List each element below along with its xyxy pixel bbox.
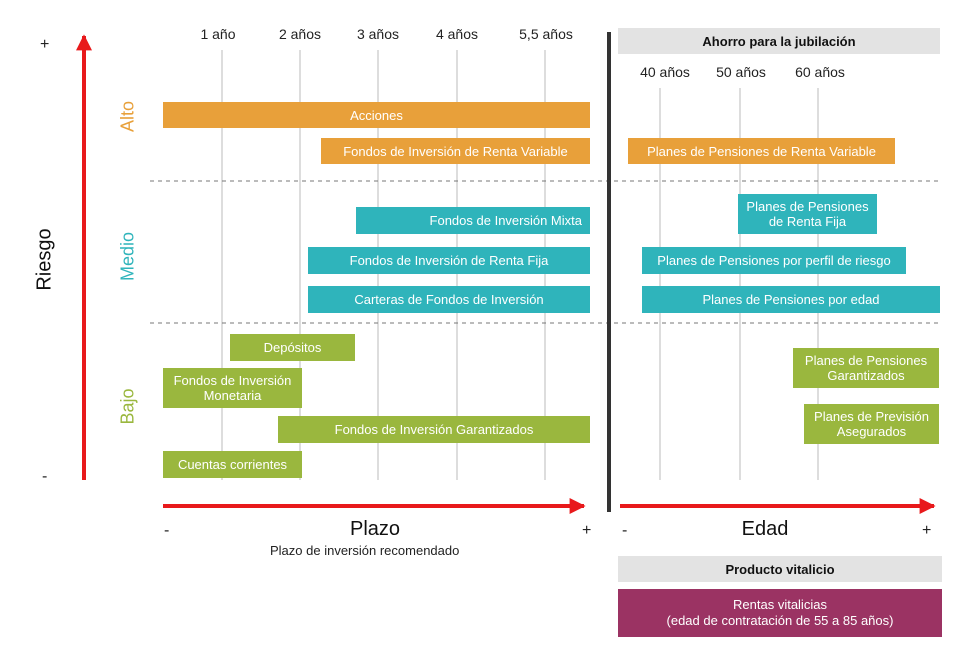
- risk-dividers: [150, 180, 940, 324]
- edad-minus: -: [622, 522, 628, 539]
- vitalicio-header: Producto vitalicio: [618, 556, 942, 582]
- bar-pp-perfil-riesgo: Planes de Pensiones por perfil de riesgo: [642, 247, 906, 274]
- bar-carteras-fi: Carteras de Fondos de Inversión: [308, 286, 590, 313]
- bar-pp-garantizados: Planes de Pensiones Garantizados: [793, 348, 939, 388]
- bar-pp-perfil-riesgo-label: Planes de Pensiones por perfil de riesgo: [657, 253, 891, 268]
- level-alto: Alto: [117, 100, 138, 133]
- bar-pp-renta-fija-label: Planes de Pensiones de Renta Fija: [746, 199, 869, 229]
- bar-ppa-label: Planes de Previsión Asegurados: [814, 409, 929, 439]
- plazo-tick-4: 4 años: [435, 26, 479, 42]
- bar-pp-garantizados-label: Planes de Pensiones Garantizados: [804, 353, 928, 383]
- plazo-tick-3: 3 años: [356, 26, 400, 42]
- plazo-minus: -: [164, 522, 170, 539]
- plazo-subtitle: Plazo de inversión recomendado: [270, 543, 460, 558]
- rentas-vitalicias-label: Rentas vitalicias (edad de contratación …: [666, 597, 894, 628]
- bar-fi-garantizados-label: Fondos de Inversión Garantizados: [334, 422, 534, 437]
- riesgo-title: Riesgo: [33, 228, 56, 291]
- bar-fi-mixta-label: Fondos de Inversión Mixta: [429, 213, 582, 228]
- riesgo-minus: -: [42, 468, 48, 485]
- level-bajo: Bajo: [117, 388, 138, 425]
- edad-tick-50: 50 años: [716, 64, 766, 80]
- bar-pp-renta-variable: Planes de Pensiones de Renta Variable: [628, 138, 895, 164]
- bar-pp-edad: Planes de Pensiones por edad: [642, 286, 940, 313]
- bar-acciones: Acciones: [163, 102, 590, 128]
- plazo-tick-1: 1 año: [200, 26, 236, 42]
- bar-fi-monetaria-label: Fondos de Inversión Monetaria: [173, 373, 292, 403]
- plazo-tick-5: 5,5 años: [519, 26, 573, 42]
- bar-pp-renta-variable-label: Planes de Pensiones de Renta Variable: [647, 143, 876, 159]
- bar-pp-edad-label: Planes de Pensiones por edad: [702, 292, 880, 307]
- jubilacion-header: Ahorro para la jubilación: [618, 28, 940, 54]
- bar-fi-garantizados: Fondos de Inversión Garantizados: [278, 416, 590, 443]
- bar-acciones-label: Acciones: [350, 107, 403, 123]
- edad-tick-60: 60 años: [795, 64, 845, 80]
- bar-fi-renta-variable-label: Fondos de Inversión de Renta Variable: [343, 143, 568, 159]
- bar-fi-monetaria: Fondos de Inversión Monetaria: [163, 368, 302, 408]
- rentas-vitalicias-box: Rentas vitalicias (edad de contratación …: [618, 589, 942, 637]
- bar-fi-renta-variable: Fondos de Inversión de Renta Variable: [321, 138, 590, 164]
- edad-title: Edad: [741, 518, 789, 540]
- edad-tick-40: 40 años: [640, 64, 690, 80]
- level-medio: Medio: [117, 231, 138, 282]
- bar-depositos: Depósitos: [230, 334, 355, 361]
- bar-fi-renta-fija: Fondos de Inversión de Renta Fija: [308, 247, 590, 274]
- bar-depositos-label: Depósitos: [263, 340, 322, 355]
- bar-fi-mixta: Fondos de Inversión Mixta: [356, 207, 590, 234]
- plazo-tick-2: 2 años: [278, 26, 322, 42]
- plazo-title: Plazo: [349, 518, 401, 540]
- bar-pp-renta-fija: Planes de Pensiones de Renta Fija: [738, 194, 877, 234]
- bar-cuentas-corrientes: Cuentas corrientes: [163, 451, 302, 478]
- riesgo-plus: +: [40, 36, 50, 53]
- edad-plus: +: [922, 522, 932, 539]
- bar-fi-renta-fija-label: Fondos de Inversión de Renta Fija: [349, 253, 549, 268]
- bar-ppa: Planes de Previsión Asegurados: [804, 404, 939, 444]
- bar-cuentas-corrientes-label: Cuentas corrientes: [177, 457, 288, 472]
- bar-carteras-fi-label: Carteras de Fondos de Inversión: [354, 292, 544, 307]
- plazo-plus: +: [582, 522, 592, 539]
